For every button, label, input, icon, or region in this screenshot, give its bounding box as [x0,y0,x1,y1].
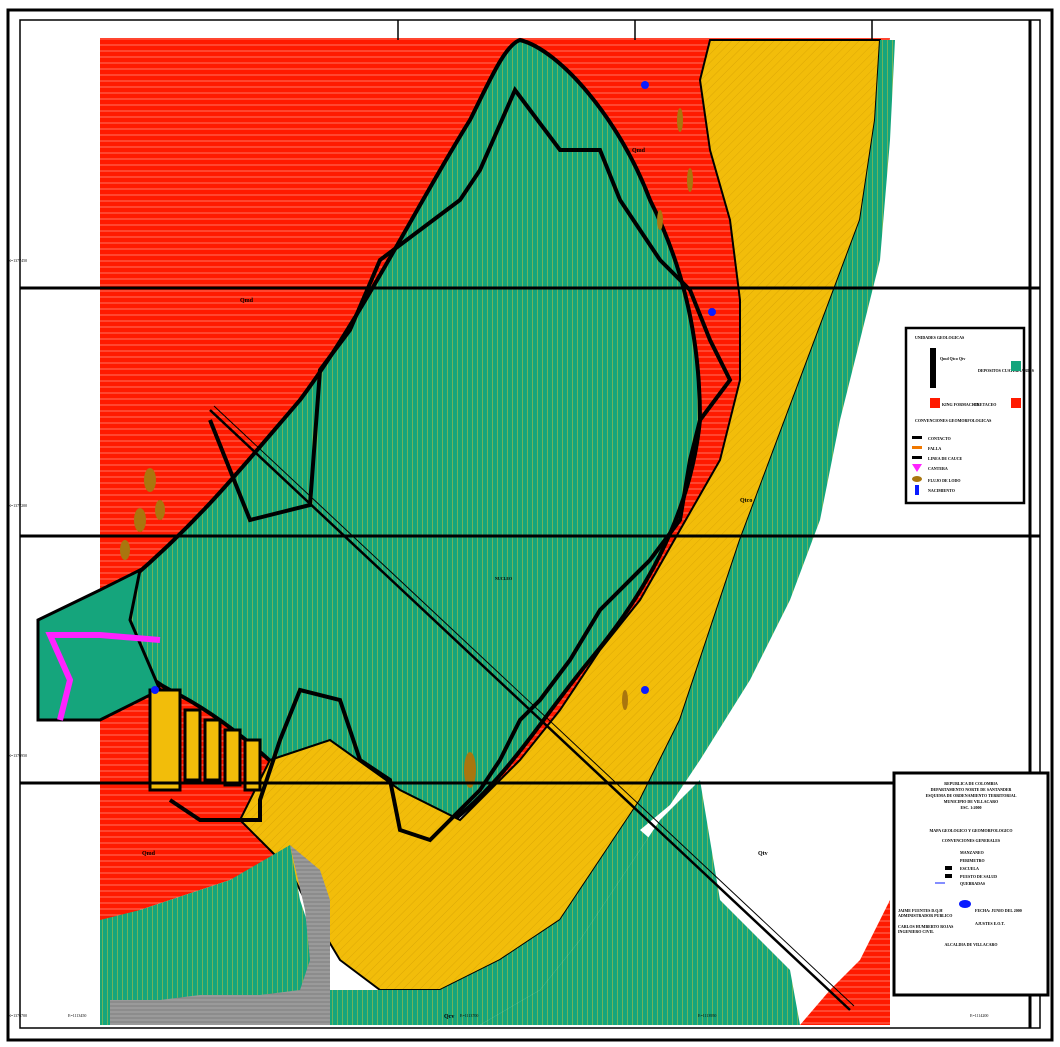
legend-row1: Qmd Qtco Qtv [940,356,965,361]
gray-unit [110,845,330,1025]
legend-sym6: NACIMIENTO [928,488,955,493]
green-bottom-strip [480,780,800,1025]
map-title: MAPA GEOLOGICO Y GEOMORFOLOGICO [929,828,1012,833]
coord-left-1: N=1377450 [8,258,27,263]
coord-bottom-4: E=1114200 [970,1013,988,1018]
road-diagonal-b [213,405,855,1007]
green-river-band [330,40,895,1025]
legend-sym5: FLUJO DE LODO [928,478,960,483]
legend-sym4: CANTERA [928,466,948,471]
urban-blocks [148,688,262,792]
spring-points [151,81,716,694]
conv-3: ESCUELA [960,866,979,871]
road-diagonal [209,409,851,1011]
author-1: JAIME FUENTES D.Q.H [898,908,943,913]
label-zone-c: Qmd [142,851,156,857]
label-urban: NUCLEO [495,576,512,581]
coord-left-2: N=1377200 [8,503,27,508]
coord-bottom-1: E=1113450 [68,1013,86,1018]
label-zone-e: Qtv [758,851,768,857]
red-patch [800,900,890,1025]
title-line1: REPUBLICA DE COLOMBIA [944,781,998,786]
author-2-role: INGENIERO CIVIL [898,929,934,934]
label-zone-b: Qmd [632,148,646,154]
stream-magenta [45,632,161,721]
conv-4: PUESTO DE SALUD [960,874,997,879]
label-zone-f: Qcv [444,1014,454,1020]
legend-title: UNIDADES GEOLOGICAS [915,335,965,340]
legend-row2-desc: CRETACEO [974,402,996,407]
date-line: FECHA: JUNIO DEL 2000 [975,908,1022,913]
label-zone-d: Qtco [740,498,752,504]
legend-row1-desc: DEPOSITOS CUATERNARIOS [978,368,1035,373]
green-lower-left [100,845,330,1025]
legend-swatch-red [1011,398,1021,408]
title-line5: ESC. 1:2000 [960,805,981,810]
geology-legend: UNIDADES GEOLOGICAS Qmd Qtco Qtv DEPOSIT… [904,326,1035,505]
blue-marker [959,900,971,908]
grid-ticks [397,20,873,40]
perimeter-line [168,86,733,843]
legend-structures-title: CONVENCIONES GEOMORFOLOGICAS [915,418,992,423]
legend-row2: KING FORMACION [942,402,979,407]
coord-bottom-3: E=1113950 [698,1013,716,1018]
conv-1: MANZANEO [960,850,984,855]
inner-frame [19,19,1041,1029]
author-2: CARLOS HUMBERTO ROJAS [898,924,954,929]
title-line4: MUNICIPIO DE VILLACARO [944,799,999,804]
legend-sym3: LINEA DE CAUCE [928,456,963,461]
conv-title: CONVENCIONES GENERALES [942,838,1001,843]
coord-left-3: N=1376950 [8,753,27,758]
legend-sym2: FALLA [928,446,941,451]
label-zone-a: Qmd [240,298,254,304]
title-block: REPUBLICA DE COLOMBIA DEPARTAMENTO NORTE… [892,771,1050,997]
coord-left-4: N=1376700 [8,1013,27,1018]
conv-5: QUEBRADAS [960,881,986,886]
adjust-line: AJUSTES E.O.T. [975,921,1005,926]
legend-sym1: CONTACTO [928,436,951,441]
issuer-line: ALCALDIA DE VILLACARO [944,942,997,947]
coord-bottom-2: E=1113700 [460,1013,478,1018]
mudflow-marks [120,108,693,788]
title-line3: ESQUEMA DE ORDENAMIENTO TERRITORIAL [926,793,1017,798]
author-1-role: ADMINISTRADOR PUBLICO [898,913,952,918]
title-line2: DEPARTAMENTO NORTE DE SANTANDER [931,787,1012,792]
legend-swatch-green [1011,361,1021,371]
conv-2: PERIMETRO [960,858,985,863]
